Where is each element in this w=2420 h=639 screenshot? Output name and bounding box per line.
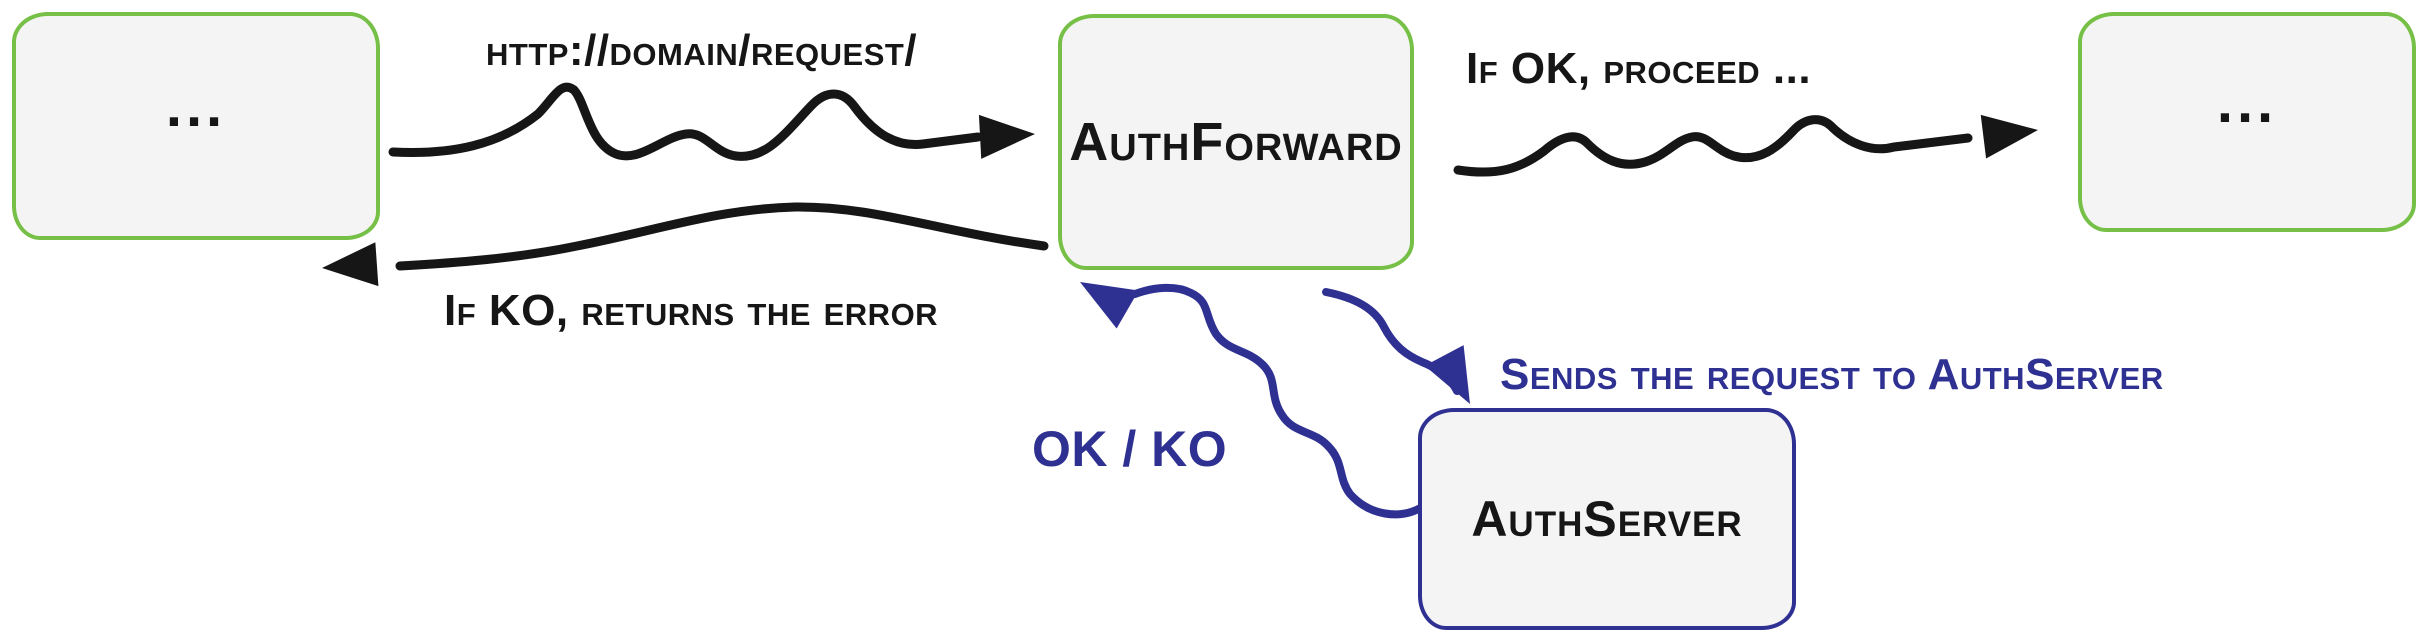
ko-return-arrowhead-icon — [322, 242, 379, 287]
ok-ko-arrow — [1080, 282, 1428, 519]
request-arrow-shaft — [388, 82, 983, 161]
node-client-right: ... — [2078, 12, 2416, 232]
ok-ko-label: OK / KO — [1032, 421, 1228, 477]
ko-return-arrow — [322, 202, 1049, 287]
request-arrow — [388, 82, 1035, 161]
node-client-left-label: ... — [165, 73, 227, 139]
send-to-authserver-arrow — [1322, 288, 1470, 404]
node-auth-forward-label: AuthForward — [1069, 112, 1403, 172]
ok-proceed-label: If OK, proceed ... — [1466, 44, 1812, 93]
send-to-authserver-label: Sends the request to AuthServer — [1500, 350, 2164, 399]
node-client-right-label: ... — [2216, 69, 2278, 135]
ko-return-arrow-shaft — [395, 202, 1049, 271]
node-client-left: ... — [12, 12, 380, 240]
ok-proceed-arrow — [1453, 114, 2038, 177]
ko-return-label: If KO, returns the error — [444, 286, 939, 335]
request-arrowhead-icon — [978, 114, 1035, 159]
send-to-authserver-arrowhead-icon — [1424, 345, 1470, 404]
node-auth-server-label: AuthServer — [1471, 491, 1743, 547]
ok-proceed-arrow-shaft — [1453, 115, 1973, 177]
ok-proceed-arrowhead-icon — [1980, 114, 2038, 159]
ok-ko-arrowhead-icon — [1080, 282, 1139, 329]
request-url-label: http://domain/request/ — [486, 26, 918, 75]
node-auth-forward: AuthForward — [1058, 14, 1414, 270]
node-auth-server: AuthServer — [1418, 408, 1796, 630]
ok-ko-arrow-shaft — [1108, 283, 1428, 519]
